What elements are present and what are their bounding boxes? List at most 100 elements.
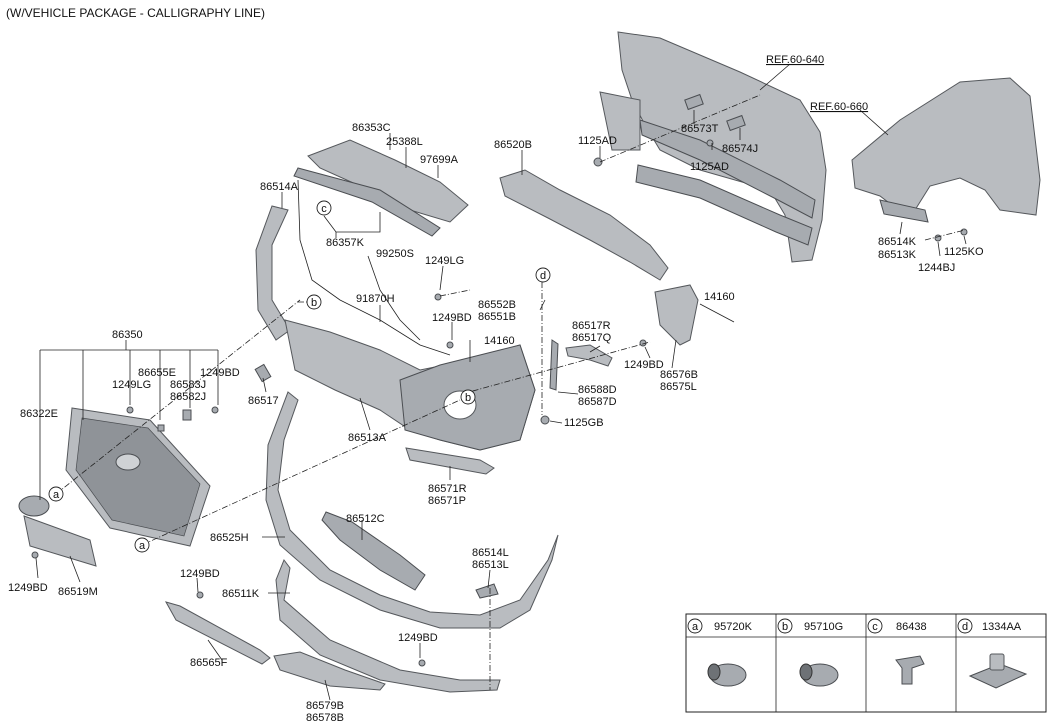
clip-icon [895, 655, 925, 685]
svg-text:a: a [139, 540, 146, 552]
diagram-title: (W/VEHICLE PACKAGE - CALLIGRAPHY LINE) [6, 6, 265, 20]
label-1249BD-a: 1249BD [432, 312, 472, 324]
label-86514L: 86514L [472, 547, 509, 559]
label-1125AD-a: 1125AD [578, 135, 617, 147]
label-86517: 86517 [248, 395, 279, 407]
legend-cell-b: b 95710G [777, 618, 843, 687]
label-86571R: 86571R [428, 483, 467, 495]
grille-insert-illustration [405, 447, 495, 475]
label-86565F: 86565F [190, 657, 228, 669]
callout-d: d [535, 267, 551, 283]
label-86579B: 86579B [306, 700, 344, 712]
assembly-lines [55, 94, 966, 690]
upper-cover-illustration [293, 139, 469, 237]
label-86588D: 86588D [578, 384, 617, 396]
sensor-icon [799, 663, 839, 687]
label-86350: 86350 [112, 329, 143, 341]
label-86574J: 86574J [722, 143, 758, 155]
label-86513A: 86513A [348, 432, 387, 444]
label-1249BD-c: 1249BD [200, 367, 240, 379]
ref-60-660: REF.60-660 [810, 101, 868, 113]
label-86655E: 86655E [138, 367, 176, 379]
label-86552B: 86552B [478, 299, 516, 311]
part-labels: 86353C 25388L 97699A 86514A 86357K 99250… [8, 54, 984, 724]
svg-text:a: a [53, 489, 60, 501]
svg-text:95720K: 95720K [714, 621, 753, 633]
svg-text:c: c [321, 203, 327, 215]
label-1249LG-b: 1249LG [112, 379, 151, 391]
svg-text:95710G: 95710G [804, 621, 843, 633]
label-86514A: 86514A [260, 181, 299, 193]
leader-lines [35, 63, 967, 701]
nut-icon [968, 653, 1028, 689]
label-1249BD-e: 1249BD [8, 582, 48, 594]
label-91870H: 91870H [356, 293, 395, 305]
svg-text:b: b [782, 621, 788, 633]
label-86520B: 86520B [494, 139, 532, 151]
label-86353C: 86353C [352, 122, 391, 134]
radiator-support-illustration [599, 31, 827, 263]
svg-text:d: d [540, 270, 546, 282]
label-86517Q: 86517Q [572, 332, 612, 344]
label-86512C: 86512C [346, 513, 385, 525]
label-86525H: 86525H [210, 532, 249, 544]
legend-cell-a: a 95720K [687, 618, 753, 687]
callout-a-2: a [134, 537, 150, 553]
label-1125AD-b: 1125AD [690, 161, 729, 173]
fender-illustration [851, 77, 1041, 223]
label-86573T: 86573T [681, 123, 719, 135]
wiring-illustration [297, 179, 451, 356]
svg-text:b: b [465, 392, 471, 404]
lower-bumper-illustration [164, 391, 559, 693]
legend-cell-d: d 1334AA [957, 618, 1028, 689]
label-1249BD-d: 1249BD [180, 568, 220, 580]
label-1125GB: 1125GB [564, 417, 604, 429]
svg-text:a: a [692, 621, 699, 633]
label-86583J: 86583J [170, 379, 206, 391]
label-86582J: 86582J [170, 391, 206, 403]
absorber-illustration [499, 169, 669, 281]
callout-b-1: b [306, 294, 322, 310]
label-14160-b: 14160 [484, 335, 515, 347]
svg-text:b: b [311, 297, 317, 309]
label-97699A: 97699A [420, 154, 459, 166]
label-86513K: 86513K [878, 249, 917, 261]
side-bracket-illustration [654, 284, 699, 346]
svg-text:1334AA: 1334AA [982, 621, 1022, 633]
label-86511K: 86511K [222, 588, 260, 600]
svg-text:d: d [962, 621, 968, 633]
ref-60-640: REF.60-640 [766, 54, 824, 66]
label-86513L: 86513L [472, 559, 509, 571]
label-1125KO: 1125KO [944, 246, 984, 258]
label-86514K: 86514K [878, 236, 917, 248]
callout-c: c [316, 200, 332, 216]
emblem-illustration [18, 495, 97, 567]
label-99250S: 99250S [376, 248, 414, 260]
callout-a-1: a [48, 486, 64, 502]
connector-icon [707, 663, 747, 687]
label-25388L: 25388L [386, 136, 423, 148]
label-1244BJ: 1244BJ [918, 262, 955, 274]
label-86322E: 86322E [20, 408, 58, 420]
label-86575L: 86575L [660, 381, 697, 393]
label-14160-a: 14160 [704, 291, 735, 303]
label-86357K: 86357K [326, 237, 365, 249]
label-86576B: 86576B [660, 369, 698, 381]
label-86571P: 86571P [428, 495, 466, 507]
label-86578B: 86578B [306, 712, 344, 724]
callout-b-2: b [460, 389, 476, 405]
legend-cell-c: c 86438 [867, 618, 927, 685]
label-86519M: 86519M [58, 586, 98, 598]
label-1249BD-b: 1249BD [624, 359, 664, 371]
label-1249BD-f: 1249BD [398, 632, 438, 644]
legend-table: a 95720K b 95710G c 86438 [685, 613, 1047, 713]
label-86551B: 86551B [478, 311, 516, 323]
radiator-grille-illustration [65, 407, 211, 547]
label-1249LG-a: 1249LG [425, 255, 464, 267]
small-parts-illustration [31, 139, 968, 667]
label-86517R: 86517R [572, 320, 611, 332]
svg-text:86438: 86438 [896, 621, 927, 633]
reinforcement-illustration [549, 339, 613, 391]
label-86587D: 86587D [578, 396, 617, 408]
